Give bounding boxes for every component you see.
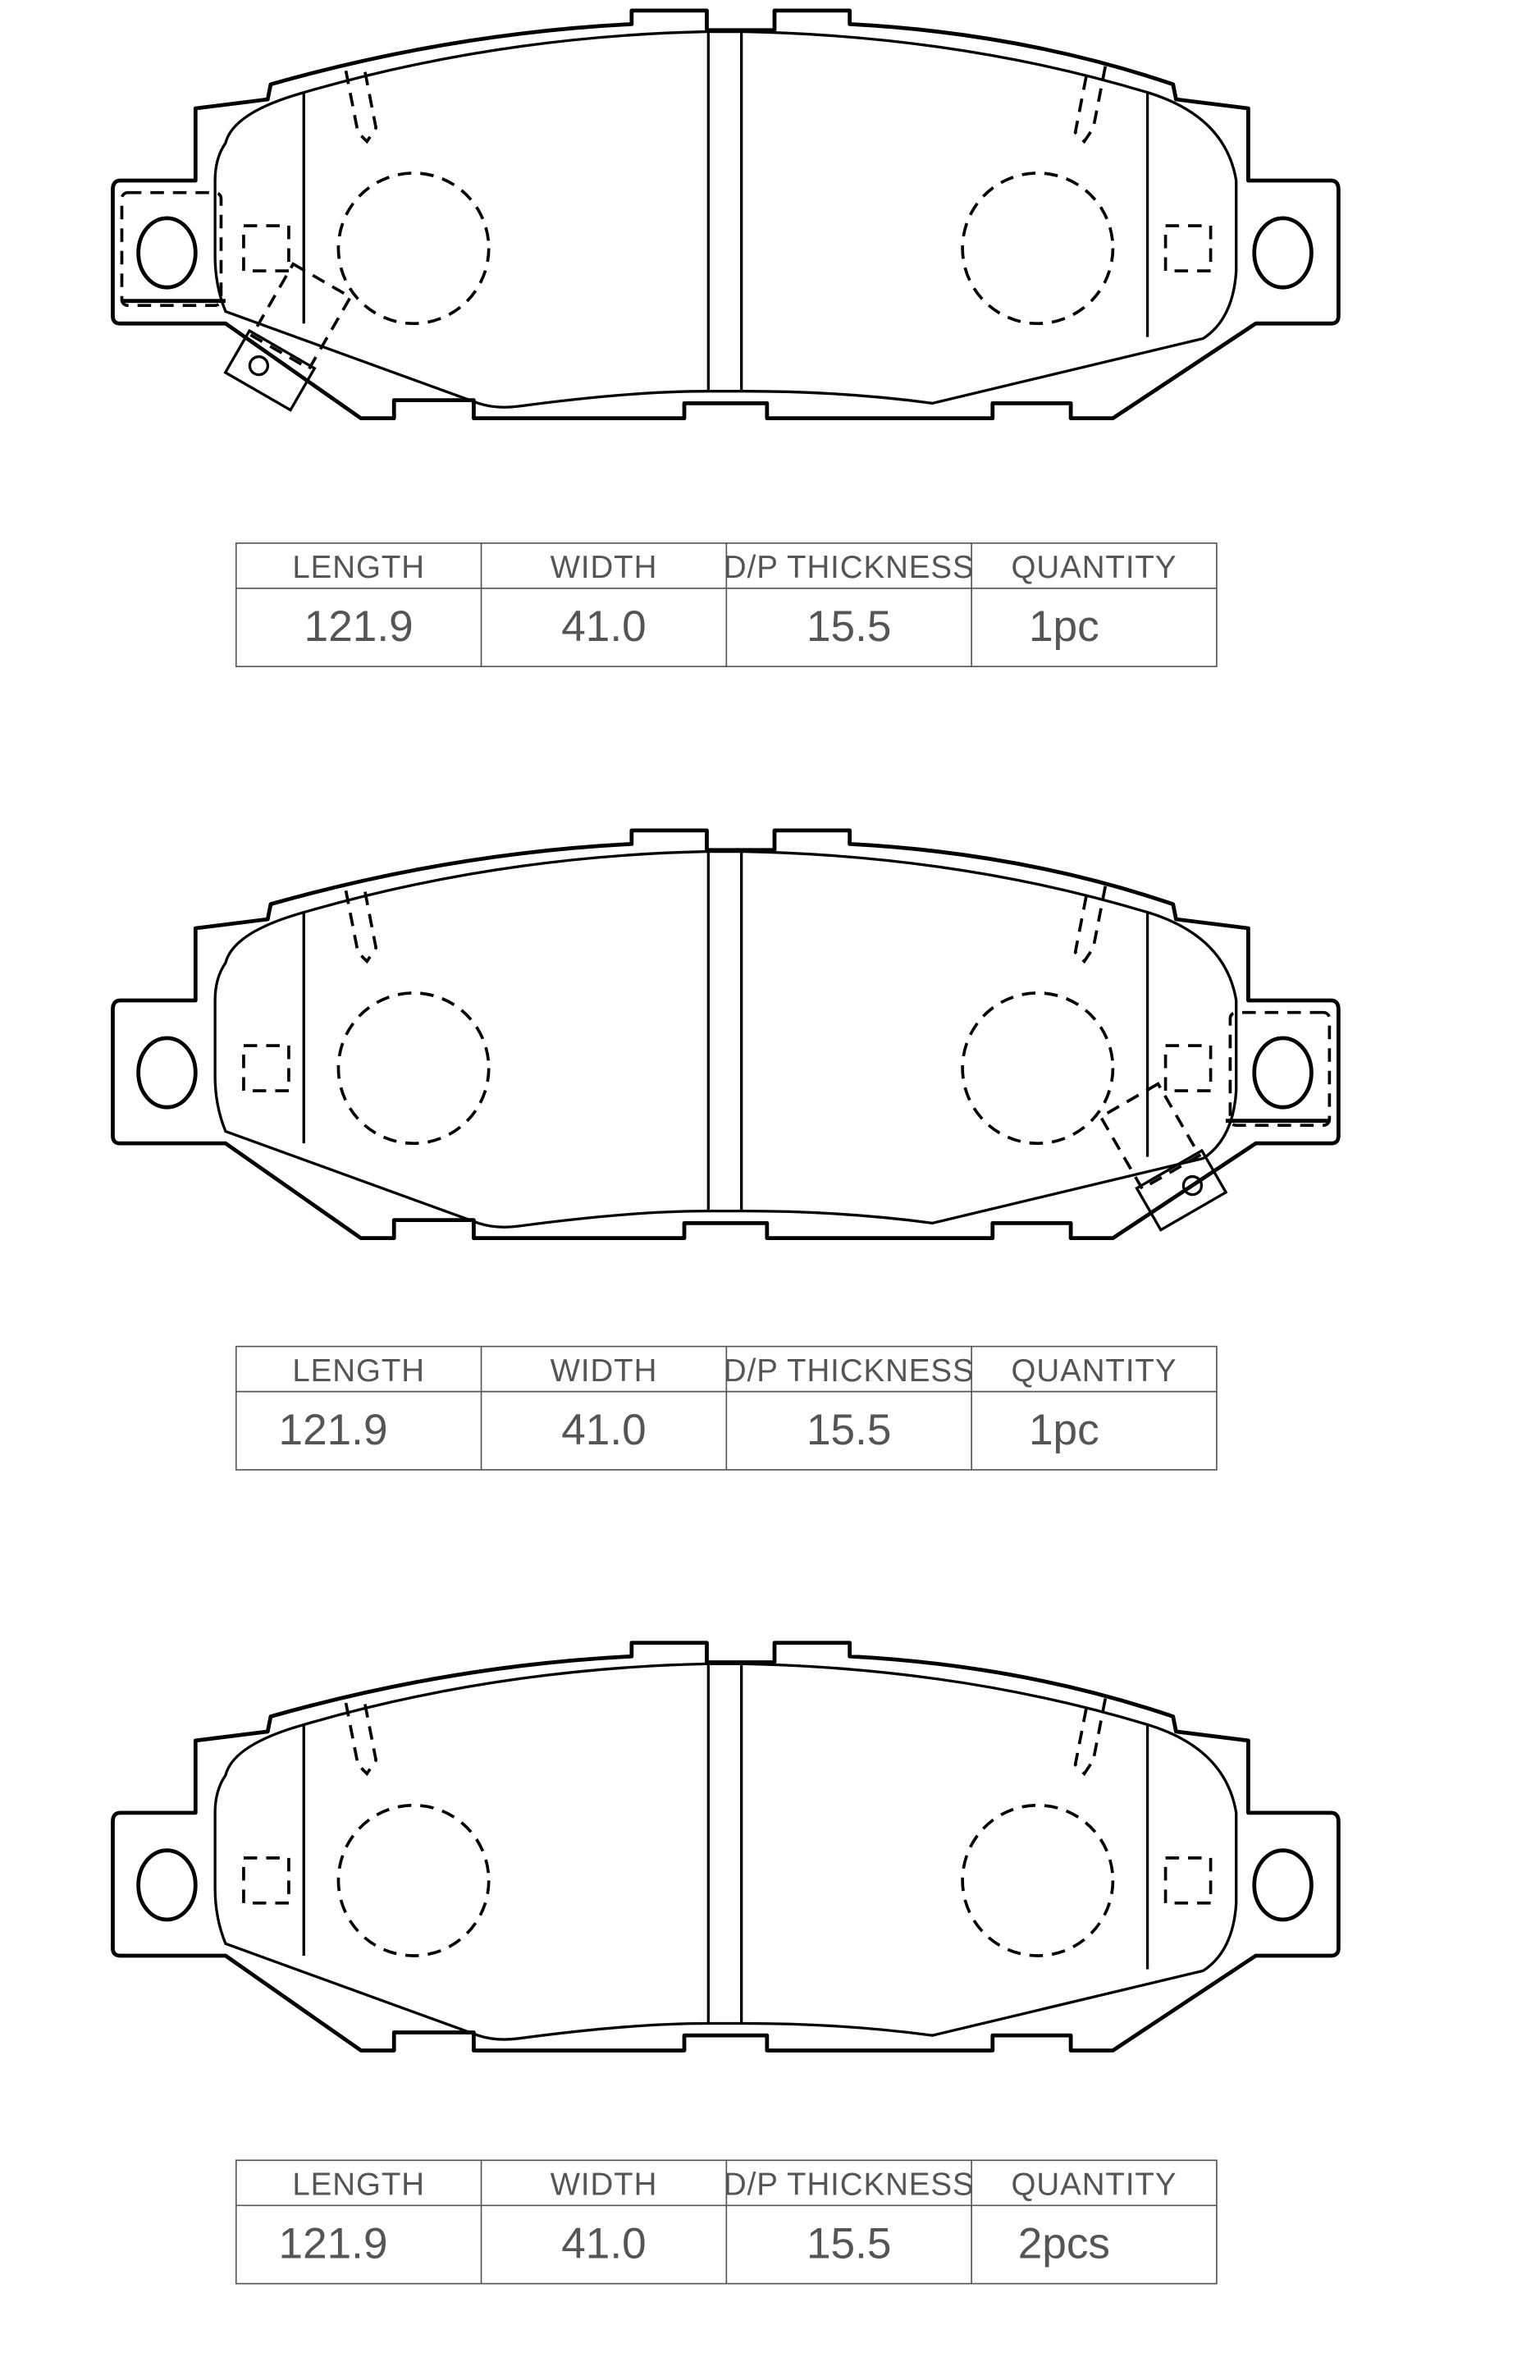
- table-value-width: 41.0: [561, 2219, 646, 2268]
- spec-table: LENGTH WIDTH D/P THICKNESS QUANTITY 121.9 41.…: [235, 542, 1218, 667]
- spec-table: LENGTH WIDTH D/P THICKNESS QUANTITY 121.9 41.…: [235, 2159, 1218, 2285]
- table-header-width: WIDTH: [551, 1353, 658, 1389]
- table-header-length: LENGTH: [292, 550, 425, 585]
- table-value-width: 41.0: [561, 602, 646, 651]
- table-value-thickness: 15.5: [807, 1406, 891, 1454]
- table-header-width: WIDTH: [551, 2167, 658, 2202]
- brake-pad-plain: [112, 1643, 1338, 2051]
- table-value-length: 121.9: [279, 2219, 388, 2268]
- table-value-length: 121.9: [279, 1406, 388, 1454]
- table-header-d-p-thickness: D/P THICKNESS: [724, 1353, 975, 1389]
- table-header-d-p-thickness: D/P THICKNESS: [724, 550, 975, 585]
- table-header-length: LENGTH: [292, 2167, 425, 2202]
- table-header-length: LENGTH: [292, 1353, 425, 1389]
- table-value-length: 121.9: [304, 602, 414, 651]
- table-value-quantity: 1pc: [1029, 1406, 1099, 1454]
- table-value-quantity: 2pcs: [1018, 2219, 1110, 2268]
- brake-pad-outline: [112, 1643, 1338, 2051]
- brake-pad-with-right-wear-sensor: [112, 831, 1338, 1238]
- table-value-thickness: 15.5: [807, 2219, 891, 2268]
- wear-sensor-clip: [121, 193, 354, 410]
- table-header-quantity: QUANTITY: [1012, 550, 1177, 585]
- table-header-quantity: QUANTITY: [1012, 1353, 1177, 1389]
- table-header-width: WIDTH: [551, 550, 658, 585]
- brake-pad-with-left-wear-sensor: [112, 11, 1338, 419]
- table-value-thickness: 15.5: [807, 602, 891, 651]
- table-header-d-p-thickness: D/P THICKNESS: [724, 2167, 975, 2202]
- spec-table: LENGTH WIDTH D/P THICKNESS QUANTITY 121.9 41.…: [235, 1345, 1218, 1471]
- table-header-quantity: QUANTITY: [1012, 2167, 1177, 2202]
- wear-sensor-clip: [1097, 1013, 1329, 1230]
- table-value-width: 41.0: [561, 1406, 646, 1454]
- table-value-quantity: 1pc: [1029, 602, 1099, 651]
